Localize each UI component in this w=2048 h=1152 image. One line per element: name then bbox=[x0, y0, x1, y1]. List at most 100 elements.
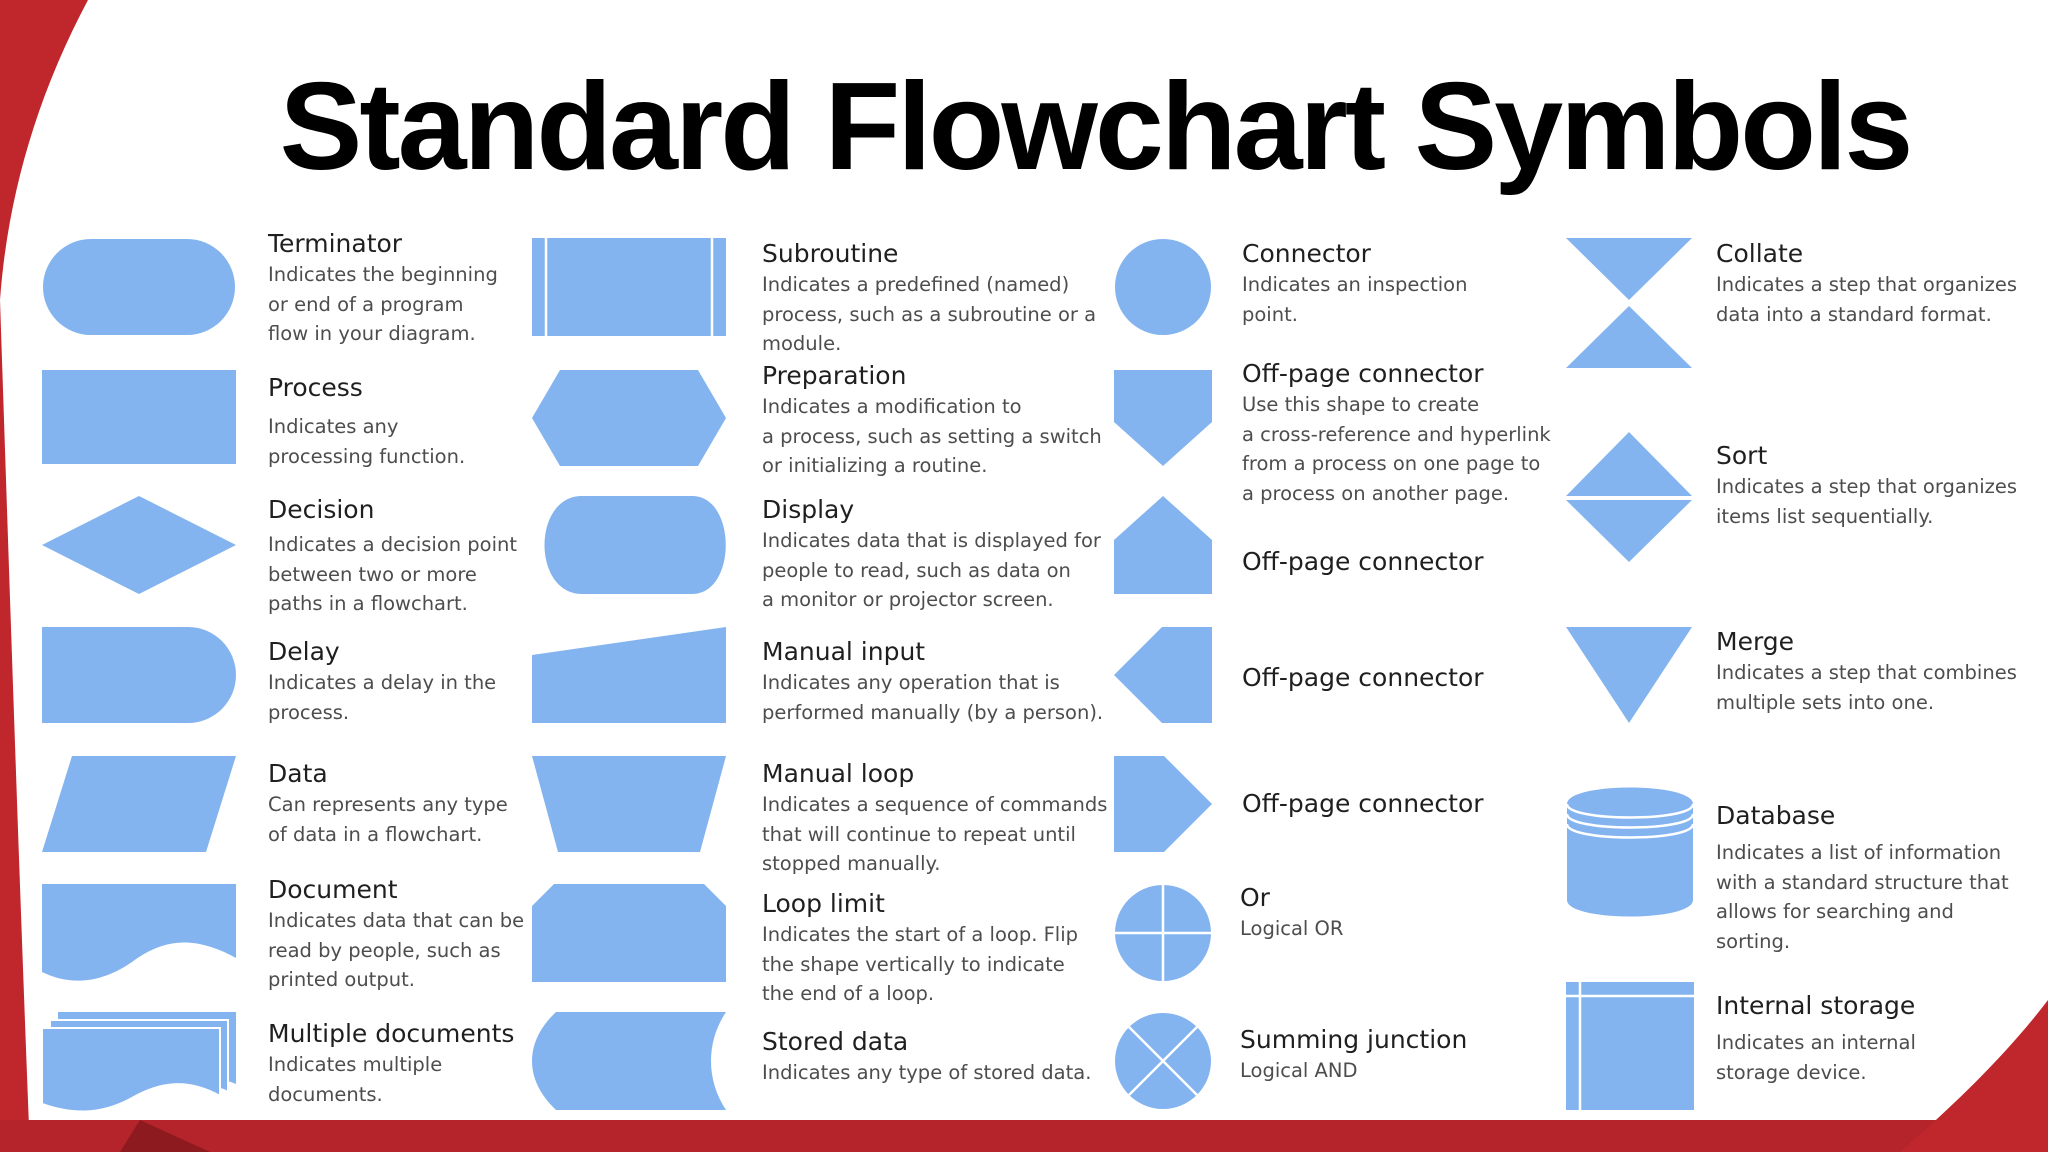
loop-limit-icon bbox=[532, 884, 726, 982]
summing-junction-icon bbox=[1115, 1013, 1211, 1109]
symbol-description: Logical OR bbox=[1240, 917, 1344, 940]
symbol-label-preparation: Preparation Indicates a modification to … bbox=[762, 360, 1102, 481]
symbol-description: or end of a program bbox=[268, 292, 464, 316]
symbol-label-loop-limit: Loop limit Indicates the start of a loop… bbox=[762, 888, 1078, 1009]
symbol-description: between two or more bbox=[268, 562, 477, 586]
symbol-description: Indicates a modification to bbox=[762, 395, 1022, 418]
internal-storage-icon bbox=[1566, 982, 1694, 1110]
off-page-connector-left-icon bbox=[1114, 627, 1212, 723]
sort-icon bbox=[1566, 432, 1692, 562]
symbol-description: process. bbox=[268, 700, 350, 724]
symbol-description: paths in a flowchart. bbox=[268, 592, 468, 615]
symbol-label-manual-input: Manual input Indicates any operation tha… bbox=[762, 636, 1103, 727]
symbol-label-subroutine: Subroutine Indicates a predefined (named… bbox=[762, 238, 1096, 359]
symbol-name: Off-page connector bbox=[1242, 547, 1484, 576]
symbol-name: Off-page connector bbox=[1242, 663, 1484, 692]
symbol-name: Internal storage bbox=[1716, 991, 1916, 1020]
document-icon bbox=[42, 884, 236, 981]
connector-icon bbox=[1115, 239, 1211, 335]
symbol-description: a process, such as setting a switch bbox=[762, 424, 1102, 448]
symbol-name: Decision bbox=[268, 495, 375, 524]
symbol-description: Indicates multiple bbox=[268, 1053, 443, 1076]
left-edge-band bbox=[0, 300, 30, 1152]
symbol-description: point. bbox=[1242, 302, 1298, 326]
symbol-label-off-page-connector-right: Off-page connector bbox=[1242, 788, 1484, 820]
database-icon bbox=[1566, 787, 1694, 917]
display-icon bbox=[544, 496, 726, 594]
symbol-description: flow in your diagram. bbox=[268, 322, 476, 345]
symbol-label-multiple-documents: Multiple documents Indicates multiple do… bbox=[268, 1018, 514, 1109]
symbol-description: Indicates an internal bbox=[1716, 1031, 1916, 1054]
symbol-label-connector: Connector Indicates an inspection point. bbox=[1242, 238, 1467, 329]
symbol-description: a monitor or projector screen. bbox=[762, 588, 1054, 611]
symbol-name: Preparation bbox=[762, 361, 907, 390]
symbol-description: Indicates a step that organizes bbox=[1716, 273, 2018, 296]
symbol-description: printed output. bbox=[268, 968, 415, 991]
symbol-description: Indicates data that is displayed for bbox=[762, 529, 1101, 552]
symbol-label-sort: Sort Indicates a step that organizes ite… bbox=[1716, 440, 2017, 531]
symbol-description: or initializing a routine. bbox=[762, 454, 988, 477]
symbol-name: Sort bbox=[1716, 441, 1768, 470]
delay-icon bbox=[42, 627, 236, 723]
symbol-description: people to read, such as data on bbox=[762, 558, 1071, 582]
process-icon bbox=[42, 370, 236, 464]
preparation-icon bbox=[532, 370, 726, 466]
terminator-icon bbox=[43, 239, 235, 335]
symbol-description: data into a standard format. bbox=[1716, 302, 1992, 326]
symbol-label-display: Display Indicates data that is displayed… bbox=[762, 494, 1101, 615]
symbol-description: Indicates any type of stored data. bbox=[762, 1061, 1092, 1084]
symbol-label-data: Data Can represents any type of data in … bbox=[268, 758, 508, 849]
symbol-description: Indicates an inspection bbox=[1242, 273, 1468, 296]
collate-icon bbox=[1566, 238, 1692, 368]
symbol-description: sorting. bbox=[1716, 929, 1791, 953]
symbol-name: Collate bbox=[1716, 239, 1804, 268]
manual-loop-icon bbox=[532, 756, 726, 852]
decision-icon bbox=[42, 496, 236, 594]
symbol-name: Off-page connector bbox=[1242, 789, 1484, 818]
symbol-name: Summing junction bbox=[1240, 1025, 1468, 1054]
symbol-name: Merge bbox=[1716, 627, 1795, 656]
symbol-label-off-page-connector: Off-page connector Use this shape to cre… bbox=[1242, 358, 1551, 508]
symbol-description: Indicates any operation that is bbox=[762, 671, 1060, 694]
symbol-label-terminator: Terminator Indicates the beginning or en… bbox=[268, 228, 498, 349]
off-page-connector-down-icon bbox=[1114, 370, 1212, 466]
symbol-label-summing-junction: Summing junction Logical AND bbox=[1240, 1024, 1467, 1086]
symbol-description: the end of a loop. bbox=[762, 982, 935, 1005]
symbol-label-delay: Delay Indicates a delay in the process. bbox=[268, 636, 496, 727]
symbol-description: Indicates a step that combines bbox=[1716, 661, 2017, 684]
symbol-name: Terminator bbox=[268, 229, 403, 258]
symbol-name: Off-page connector bbox=[1242, 359, 1484, 388]
symbol-name: Data bbox=[268, 759, 328, 788]
off-page-connector-up-icon bbox=[1114, 496, 1212, 594]
symbol-description: Indicates a list of information bbox=[1716, 841, 2002, 864]
subroutine-icon bbox=[532, 238, 726, 336]
symbol-name: Subroutine bbox=[762, 239, 899, 268]
symbol-description: module. bbox=[762, 332, 842, 355]
symbol-description: that will continue to repeat until bbox=[762, 822, 1076, 846]
symbol-description: multiple sets into one. bbox=[1716, 690, 1935, 714]
data-icon bbox=[42, 756, 236, 852]
stored-data-icon bbox=[532, 1012, 726, 1110]
symbol-name: Loop limit bbox=[762, 889, 885, 918]
symbol-name: Manual loop bbox=[762, 759, 915, 788]
symbol-label-off-page-connector-left: Off-page connector bbox=[1242, 662, 1484, 694]
symbol-description: Indicates a delay in the bbox=[268, 671, 497, 694]
symbol-description: performed manually (by a person). bbox=[762, 700, 1104, 724]
symbol-description: process, such as a subroutine or a bbox=[762, 302, 1097, 326]
off-page-connector-right-icon bbox=[1114, 756, 1212, 852]
or-icon bbox=[1115, 885, 1211, 981]
symbol-description: Can represents any type bbox=[268, 793, 508, 816]
symbol-description: a cross-reference and hyperlink bbox=[1242, 422, 1551, 446]
symbol-description: the shape vertically to indicate bbox=[762, 952, 1065, 976]
symbol-name: Or bbox=[1240, 883, 1270, 912]
symbol-description: items list sequentially. bbox=[1716, 504, 1934, 528]
symbol-name: Stored data bbox=[762, 1027, 909, 1056]
symbol-description: read by people, such as bbox=[268, 938, 501, 962]
bottom-red-band bbox=[0, 1120, 2048, 1152]
symbol-name: Connector bbox=[1242, 239, 1371, 268]
symbol-label-manual-loop: Manual loop Indicates a sequence of comm… bbox=[762, 758, 1107, 879]
symbol-label-stored-data: Stored data Indicates any type of stored… bbox=[762, 1026, 1091, 1088]
symbol-label-internal-storage: Internal storage Indicates an internal s… bbox=[1716, 990, 1916, 1087]
symbol-description: stopped manually. bbox=[762, 852, 941, 875]
symbol-label-off-page-connector-up: Off-page connector bbox=[1242, 546, 1484, 578]
